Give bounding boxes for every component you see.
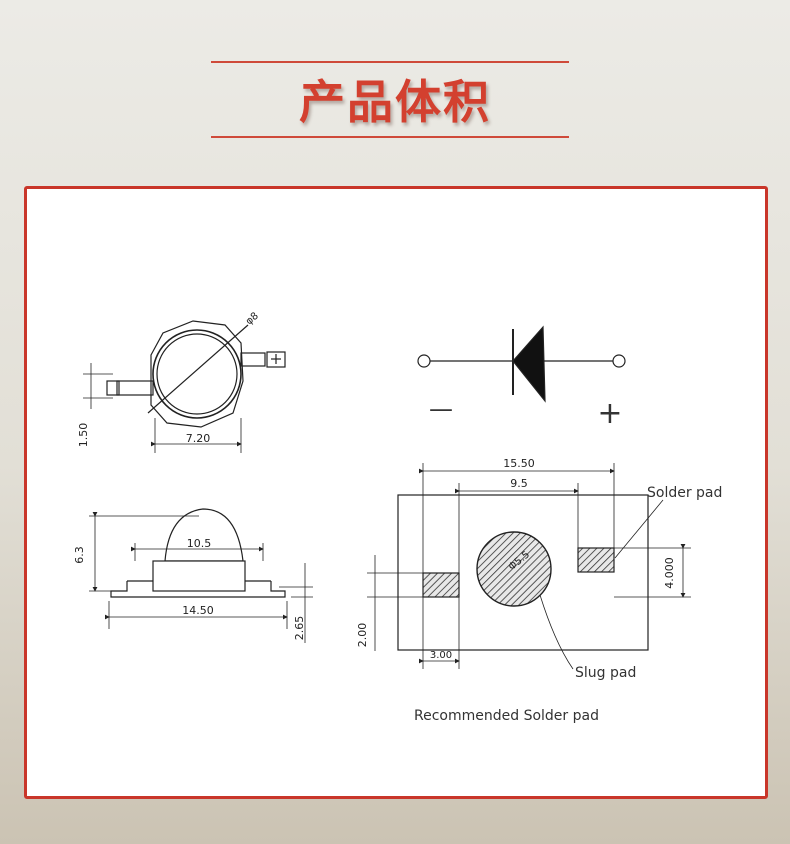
pad-height-label: 4.000	[663, 557, 676, 589]
plus-lead-tab	[240, 352, 266, 367]
side-view	[89, 508, 313, 643]
total-height-label: 6.3	[73, 546, 86, 564]
base-width-label: 14.50	[182, 604, 214, 617]
slug-pad-label: Slug pad	[575, 665, 636, 681]
body	[152, 560, 246, 592]
diameter-line	[147, 324, 249, 414]
anode-terminal	[612, 354, 626, 368]
slug-pad	[476, 531, 552, 607]
dimension-drawing: φ8 7.20 1.50 — + 10.5 6.3 14.50 2.65	[73, 311, 722, 724]
top-width-label: 7.20	[186, 432, 211, 445]
solder-pad-leader	[614, 499, 664, 559]
header-top-rule	[211, 61, 569, 63]
inner-width-label: 9.5	[510, 477, 528, 490]
base-height-label: 2.65	[293, 616, 306, 641]
top-view	[83, 320, 286, 453]
cathode-terminal	[417, 354, 431, 368]
plus-solder-pad	[577, 547, 615, 573]
solder-pad-layout	[367, 463, 691, 670]
minus-sign: —	[429, 395, 453, 423]
minus-lead-tab	[116, 380, 154, 396]
solder-pad-label: Solder pad	[647, 485, 722, 501]
minus-lead-end	[106, 380, 120, 396]
top-view-lens	[156, 333, 238, 415]
plus-sign: +	[597, 396, 622, 431]
slug-height-label: 2.00	[356, 623, 369, 648]
pad-width-label: 3.00	[430, 650, 452, 661]
slug-pad-leader	[539, 594, 574, 670]
drawing-panel: φ8 7.20 1.50 — + 10.5 6.3 14.50 2.65	[24, 186, 768, 799]
header-bottom-rule	[211, 136, 569, 138]
top-height-label: 1.50	[77, 423, 90, 448]
top-view-outer-ring	[152, 329, 242, 419]
solder-pad-caption: Recommended Solder pad	[414, 708, 599, 724]
top-view-housing	[150, 320, 244, 428]
diameter-label: φ8	[244, 311, 261, 328]
plus-lead-end	[266, 351, 286, 368]
page-title: 产品体积	[299, 75, 491, 129]
diode-triangle	[512, 325, 546, 403]
outer-width-label: 15.50	[503, 457, 535, 470]
minus-solder-pad	[422, 572, 460, 598]
diode-symbol	[417, 325, 626, 403]
dome	[164, 508, 244, 562]
dome-width-label: 10.5	[187, 537, 212, 550]
